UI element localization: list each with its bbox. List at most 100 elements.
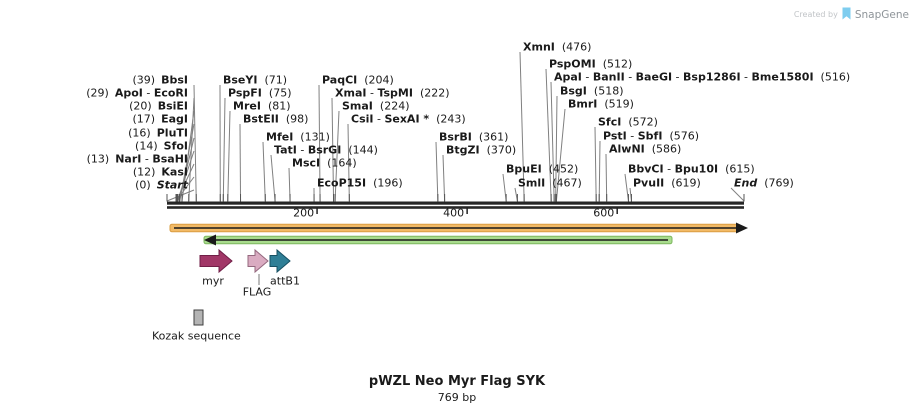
enzyme-position: (144) xyxy=(348,143,378,157)
enzyme-label-msci[interactable]: MscI(164) xyxy=(292,158,357,169)
enzyme-names: BsrBI xyxy=(439,131,472,144)
enzyme-name: BsrGI xyxy=(307,143,342,157)
enzyme-name: PspOMI xyxy=(549,57,596,71)
enzyme-names: KasI xyxy=(161,166,188,179)
enzyme-names: PluTI xyxy=(157,127,188,140)
enzyme-label-pspfi[interactable]: PspFI (75) xyxy=(228,88,292,99)
enzyme-label-smli[interactable]: SmlI(467) xyxy=(518,178,582,189)
enzyme-position: (39) xyxy=(132,73,156,87)
name-separator: - xyxy=(296,143,308,157)
feature-arrow-flag[interactable] xyxy=(247,248,269,274)
enzyme-name: BbvCI xyxy=(628,162,664,176)
enzyme-label-pvuii[interactable]: PvuII(619) xyxy=(633,178,701,189)
enzyme-names: BbvCI - Bpu10I xyxy=(628,163,718,176)
enzyme-name: PaqCI xyxy=(322,73,358,87)
enzyme-label-smai[interactable]: SmaI(224) xyxy=(342,101,410,112)
enzyme-label-start[interactable]: (0)Start xyxy=(135,180,188,191)
site-connector-line-btgzi xyxy=(442,154,446,202)
snapgene-watermark: Created by SnapGene xyxy=(794,5,909,24)
enzyme-label-eagi[interactable]: (17) EagI xyxy=(133,114,189,125)
enzyme-position: (81) xyxy=(267,99,291,113)
enzyme-name: PspFI xyxy=(228,86,262,100)
name-separator: - xyxy=(672,70,684,84)
ruler-tick-label-600: 600 xyxy=(593,206,615,220)
enzyme-position: (75) xyxy=(268,86,292,100)
enzyme-label-pspomi[interactable]: PspOMI (512) xyxy=(549,59,632,70)
feature-box-kozak-sequence[interactable] xyxy=(193,309,204,326)
enzyme-name: NarI xyxy=(115,152,142,166)
enzyme-label-sfci[interactable]: SfcI(572) xyxy=(598,117,658,128)
enzyme-label-btgzi[interactable]: BtgZI(370) xyxy=(446,145,516,156)
enzyme-label-ecop15i[interactable]: EcoP15I(196) xyxy=(317,178,403,189)
site-connector-line-apai xyxy=(550,81,555,202)
sequence-bar-top-strand xyxy=(167,201,744,205)
enzyme-name: SmaI xyxy=(342,99,373,113)
enzyme-position: (98) xyxy=(285,112,309,126)
enzyme-label-bmri[interactable]: BmrI(519) xyxy=(568,99,634,110)
enzyme-label-apoi[interactable]: (29)ApoI - EcoRI xyxy=(86,88,188,99)
enzyme-label-kasi[interactable]: (12)KasI xyxy=(133,167,188,178)
enzyme-label-alwni[interactable]: AlwNI(586) xyxy=(609,144,681,155)
enzyme-name: SfoI xyxy=(163,139,188,153)
enzyme-label-csii[interactable]: CsiI - SexAI *(243) xyxy=(351,114,466,125)
enzyme-label-tati[interactable]: TatI - BsrGI(144) xyxy=(274,145,378,156)
enzyme-name: PluTI xyxy=(156,126,188,140)
enzyme-label-apai[interactable]: ApaI - BanII - BaeGI - Bsp1286I - Bme158… xyxy=(554,72,850,83)
enzyme-names: MscI xyxy=(292,157,320,170)
feature-label-flag: FLAG xyxy=(242,285,272,299)
enzyme-label-bpuei[interactable]: BpuEI (452) xyxy=(506,164,578,175)
site-connector-line-paqci xyxy=(318,84,321,202)
enzyme-position: (0) xyxy=(135,178,151,192)
snapgene-logo-icon xyxy=(842,5,851,24)
enzyme-names: AlwNI xyxy=(609,143,645,156)
site-connector-line-smai xyxy=(334,110,340,202)
enzyme-label-mfei[interactable]: MfeI(131) xyxy=(266,132,330,143)
site-connector-line-bmri xyxy=(555,108,566,202)
site-connector-line-bsiei xyxy=(181,110,195,202)
title-block: pWZL Neo Myr Flag SYK 769 bp xyxy=(0,374,914,404)
enzyme-position: (20) xyxy=(129,99,152,113)
enzyme-label-xmai[interactable]: XmaI - TspMI(222) xyxy=(335,88,450,99)
enzyme-names: BbsI xyxy=(161,74,188,87)
enzyme-label-paqci[interactable]: PaqCI (204) xyxy=(322,75,394,86)
enzyme-label-bsrbi[interactable]: BsrBI(361) xyxy=(439,132,508,143)
enzyme-names: PvuII xyxy=(633,177,664,190)
enzyme-position: (13) xyxy=(86,152,110,166)
feature-arrow-myr[interactable] xyxy=(199,248,233,274)
enzyme-label-mrei[interactable]: MreI (81) xyxy=(233,101,291,112)
enzyme-label-bsiei[interactable]: (20)BsiEI xyxy=(129,101,188,112)
enzyme-label-bbvci[interactable]: BbvCI - Bpu10I(615) xyxy=(628,164,755,175)
enzyme-label-bbsi[interactable]: (39) BbsI xyxy=(133,75,189,86)
enzyme-position: (243) xyxy=(436,112,466,126)
enzyme-label-psti[interactable]: PstI - SbfI(576) xyxy=(603,131,699,142)
enzyme-position: (204) xyxy=(364,73,394,87)
feature-arrow-attb1[interactable] xyxy=(269,248,291,274)
enzyme-name: BmrI xyxy=(568,97,598,111)
enzyme-label-sfoi[interactable]: (14)SfoI xyxy=(135,141,188,152)
site-connector-line-xmai xyxy=(331,97,335,202)
site-connector-line-mrei xyxy=(227,110,231,202)
enzyme-names: EcoP15I xyxy=(317,177,366,190)
enzyme-name: BanII xyxy=(592,70,625,84)
enzyme-position: (572) xyxy=(628,115,658,129)
site-connector-line-psti xyxy=(598,140,601,202)
enzyme-names: ApaI - BanII - BaeGI - Bsp1286I - Bme158… xyxy=(554,71,814,84)
sequence-bar-bottom-strand xyxy=(167,206,744,209)
enzyme-label-xmni[interactable]: XmnI(476) xyxy=(523,42,591,53)
enzyme-label-bsgi[interactable]: BsgI(518) xyxy=(560,86,624,97)
enzyme-label-pluti[interactable]: (16) PluTI xyxy=(128,128,188,139)
enzyme-position: (452) xyxy=(548,162,579,176)
enzyme-label-end[interactable]: End(769) xyxy=(734,178,794,189)
enzyme-name: EagI xyxy=(161,112,188,126)
enzyme-label-nari[interactable]: (13)NarI - BsaHI xyxy=(87,154,188,165)
enzyme-name: MreI xyxy=(233,99,261,113)
enzyme-position: (16) xyxy=(128,126,151,140)
enzyme-position: (17) xyxy=(132,112,156,126)
plasmid-length: 769 bp xyxy=(437,391,477,404)
enzyme-label-bseyi[interactable]: BseYI(71) xyxy=(223,75,287,86)
enzyme-label-bsteii[interactable]: BstEII(98) xyxy=(243,114,308,125)
enzyme-name: XmnI xyxy=(523,40,555,54)
enzyme-names: BpuEI xyxy=(506,163,542,176)
enzyme-position: (512) xyxy=(602,57,633,71)
